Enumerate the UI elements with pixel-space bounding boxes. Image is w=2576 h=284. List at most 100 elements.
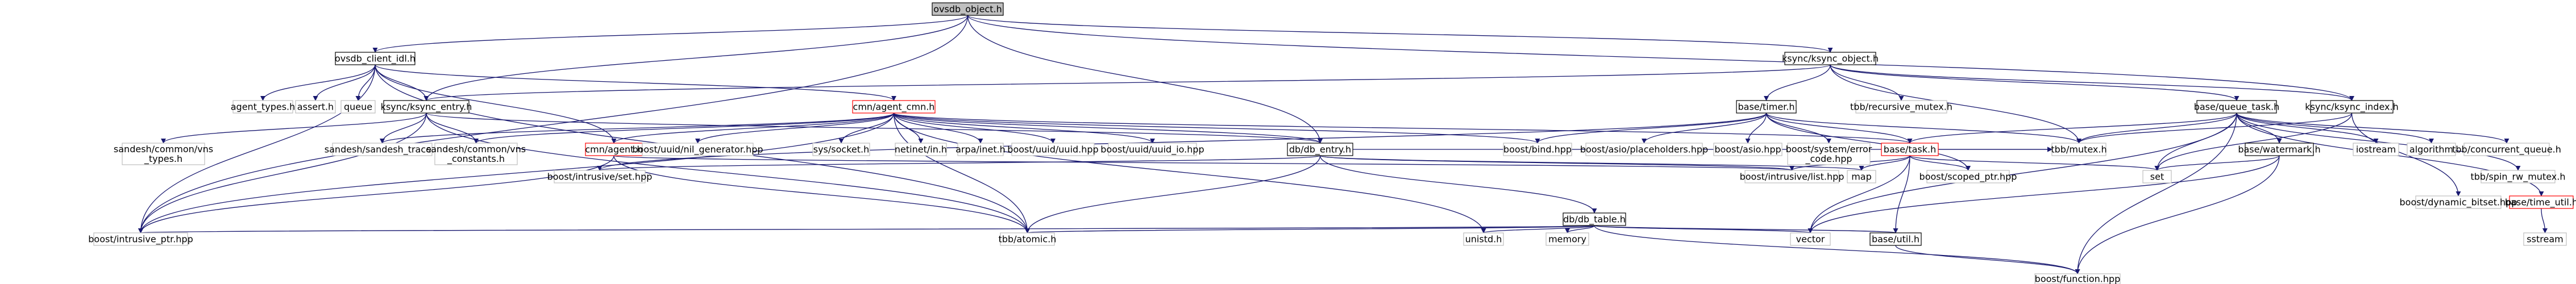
edge-kaync_object-to-ksync_entry <box>424 64 1831 101</box>
edge-cmn_agent-to-intrusive_list <box>613 155 1794 171</box>
edge-db_entry-to-tbb_atomic <box>1025 155 1321 233</box>
node-sstream: sstream <box>2523 232 2567 246</box>
node-box <box>332 143 433 156</box>
node-map: map <box>1847 170 1876 183</box>
node-box <box>2034 273 2121 284</box>
node-label: ovsdb_client_idl.h <box>335 53 416 65</box>
node-label: arpa/inet.h <box>955 144 1006 155</box>
node-box <box>335 52 416 65</box>
node-label: netinet/in.h <box>895 144 947 155</box>
edge-base_watermark-to-boost_function <box>2075 155 2280 274</box>
node-algorithm: algorithm <box>2407 143 2456 156</box>
node-db-entry[interactable]: db/db_entry.h <box>1287 143 1353 156</box>
node-asio-placeholders: boost/asio/placeholders.hpp <box>1580 143 1708 156</box>
node-kaync-object[interactable]: ksync/ksync_object.h <box>1782 52 1879 65</box>
edge-db_table-to-vector <box>1594 225 1813 233</box>
node-box <box>2051 143 2106 156</box>
node-label: memory <box>1548 234 1586 245</box>
node-base-task[interactable]: base/task.h <box>1881 143 1939 156</box>
node-box <box>1787 143 1871 165</box>
node-label: iostream <box>2356 144 2396 155</box>
edge-cmn_init-to-intrusive_ptr <box>138 112 895 233</box>
node-box <box>1545 232 1589 246</box>
node-label: ksync/ksync_object.h <box>1782 53 1879 65</box>
node-box <box>554 170 646 183</box>
node-box <box>1790 232 1831 246</box>
node-box <box>1744 170 1839 183</box>
edge-ksync_entry-to-intrusive_ptr <box>138 112 427 233</box>
node-root[interactable]: ovsdb_object.h <box>932 2 1004 16</box>
node-label: _types.h <box>144 153 182 165</box>
node-label: db/db_entry.h <box>1289 144 1351 156</box>
edge-db_table-to-memory <box>1565 225 1595 233</box>
node-box <box>852 100 936 114</box>
edge-cmn_agent-to-tbb_atomic <box>613 155 1030 233</box>
node-box <box>1869 232 1922 246</box>
edge-cmn_init-to-db_entry <box>893 112 1323 144</box>
edge-base_task-to-vector <box>1808 155 1910 233</box>
node-label: boost/intrusive_ptr.hpp <box>88 234 193 245</box>
node-base-watermark[interactable]: base/watermark.h <box>2238 143 2321 156</box>
node-box <box>2245 143 2314 156</box>
edge-db_table-to-base_util <box>1594 225 1898 233</box>
node-box <box>2310 100 2394 114</box>
node-label: boost/function.hpp <box>2035 274 2121 284</box>
node-label: tbb/spin_rw_mutex.h <box>2471 172 2566 183</box>
edge-base_queue_task-to-tbb_mutex <box>2076 112 2237 144</box>
node-label: tbb/atomic.h <box>999 234 1057 245</box>
node-box <box>340 100 376 114</box>
node-ovsdb-client-idl[interactable]: ovsdb_client_idl.h <box>335 52 416 65</box>
node-box <box>1011 143 1095 156</box>
edge-cmn_init-to-uuid_gen <box>695 112 895 144</box>
node-sandesh-trace: sandesh/sandesh_trace.h <box>325 143 440 156</box>
node-label: assert.h <box>297 102 334 112</box>
node-base-time-util[interactable]: base/time_util.h <box>2505 195 2576 209</box>
node-box <box>122 143 205 165</box>
edge-ksync_index-to-dynamic_bitset <box>2351 112 2461 197</box>
node-boost-bind: boost/bind.hpp <box>1503 143 1572 156</box>
edge-cmn_agent-to-intrusive_ptr <box>138 155 614 233</box>
node-dynamic-bitset: boost/dynamic_bitset.hpp <box>2400 195 2517 209</box>
node-base-queue-task[interactable]: base/queue_task.h <box>2194 100 2280 114</box>
node-cmn-init[interactable]: cmn/agent_cmn.h <box>852 100 936 114</box>
edge-ksync_entry-to-db_entry <box>426 112 1323 144</box>
edge-ksync_entry-to-tbb_atomic <box>426 112 1030 233</box>
node-box <box>383 100 470 114</box>
edge-cmn_init-to-cmn_agent <box>611 112 895 144</box>
edge-kaync_object-to-tbb_recursive_mutex <box>1830 64 1904 101</box>
node-ksync-entry[interactable]: ksync/ksync_entry.h <box>381 100 472 114</box>
node-label: base/watermark.h <box>2238 144 2320 155</box>
node-box <box>1585 143 1703 156</box>
node-tbb-mutex: tbb/mutex.h <box>2051 143 2107 156</box>
node-db-table[interactable]: db/db_table.h <box>1563 212 1626 226</box>
node-label: _code.hpp <box>1805 153 1852 165</box>
node-box <box>2353 143 2399 156</box>
node-uuid-hpp: boost/uuid/uuid.hpp <box>1007 143 1099 156</box>
node-box <box>295 100 336 114</box>
edge-base_task-to-scoped_ptr <box>1909 155 1971 171</box>
edge-db_entry-to-db_table <box>1319 155 1597 214</box>
edge-root-to-ovsdb_client_idl <box>372 15 969 53</box>
node-base-util[interactable]: base/util.h <box>1869 232 1922 246</box>
edge-db_entry-to-intrusive_list <box>1319 155 1794 171</box>
edge-base_timer-to-base_task <box>1765 112 1913 144</box>
edge-ovsdb_client_idl-to-ksync_entry <box>375 64 429 101</box>
edge-cmn_init-to-vns_constants <box>473 112 895 144</box>
node-label: sys/socket.h <box>813 144 870 155</box>
node-label: base/task.h <box>1884 144 1936 155</box>
edge-cmn_init-to-base_task <box>893 112 1912 144</box>
node-boost-asio: boost/asio.hpp <box>1713 143 1783 156</box>
node-label: base/timer.h <box>1738 102 1794 112</box>
node-cmn-agent[interactable]: cmn/agent.h <box>585 143 643 156</box>
node-label: map <box>1851 172 1872 182</box>
edge-base_queue_task-to-base_task <box>1907 112 2237 144</box>
node-base-timer[interactable]: base/timer.h <box>1736 100 1797 114</box>
node-vector: vector <box>1790 232 1831 246</box>
edge-base_timer-to-intrusive_set <box>597 112 1767 171</box>
node-label: boost/intrusive/list.hpp <box>1740 172 1844 182</box>
node-iostream: iostream <box>2353 143 2399 156</box>
edge-cmn_init-to-uuid_io <box>893 112 1155 144</box>
node-ksync-index[interactable]: ksync/ksync_index.h <box>2305 100 2399 114</box>
edge-base_task-to-map <box>1859 155 1910 171</box>
